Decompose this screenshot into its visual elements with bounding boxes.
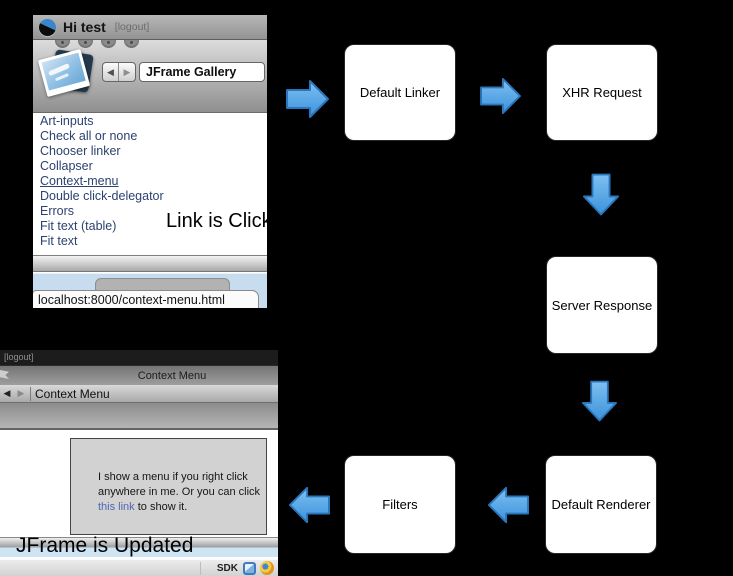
horizontal-scrollbar[interactable] <box>33 255 267 272</box>
link-collapser[interactable]: Collapser <box>40 159 93 173</box>
link-context-menu[interactable]: Context-menu <box>40 174 119 188</box>
torn-page-icon <box>0 370 9 379</box>
panel-text-line: anywhere in me. Or you can click <box>98 486 261 498</box>
arrow-right-icon <box>286 80 329 118</box>
history-nav-buttons: ◀ ▶ <box>102 62 136 82</box>
flow-box-default-renderer: Default Renderer <box>546 456 656 553</box>
arrow-left-icon <box>487 486 529 524</box>
sdk-label: SDK <box>216 562 238 574</box>
link-clicked-annotation: Link is Clicked <box>166 210 267 232</box>
flow-box-filters: Filters <box>345 456 455 553</box>
link-fit-text-table[interactable]: Fit text (table) <box>40 219 117 233</box>
context-titlebar: Context Menu <box>0 365 278 385</box>
link-chooser-linker[interactable]: Chooser linker <box>40 144 121 158</box>
cropped-circle-decoration <box>78 40 93 48</box>
forward-icon[interactable]: ▶ <box>17 388 25 398</box>
context-window-title: Context Menu <box>137 370 207 382</box>
logout-link[interactable]: [logout] <box>114 21 150 33</box>
cropped-circle-decoration <box>124 40 139 48</box>
link-check-all-or-none[interactable]: Check all or none <box>40 129 138 143</box>
link-double-click-delegator[interactable]: Double click-delegator <box>40 189 164 203</box>
this-link[interactable]: this link <box>98 501 135 513</box>
background-titlebar: [logout] <box>0 350 278 365</box>
arrow-left-icon <box>288 486 330 524</box>
forward-icon[interactable]: ▶ <box>123 66 131 77</box>
context-location-field[interactable]: Context Menu <box>35 386 110 401</box>
back-icon[interactable]: ◀ <box>103 63 119 81</box>
gallery-window-title: Hi test <box>63 19 106 35</box>
arrow-down-icon <box>581 380 618 422</box>
panel-text-line: this link to show it. <box>98 500 266 515</box>
context-menu-browser-window: [logout] Context Menu ◀ ▶ Context Menu I… <box>0 350 278 576</box>
context-nav-bar: ◀ ▶ Context Menu <box>0 385 278 403</box>
back-icon[interactable]: ◀ <box>3 388 11 398</box>
arrow-right-icon <box>480 77 521 115</box>
collapsed-bar <box>0 537 278 547</box>
link-errors[interactable]: Errors <box>40 204 75 218</box>
divider <box>200 562 201 575</box>
cropped-circle-decoration <box>101 40 116 48</box>
gallery-location-field[interactable]: JFrame Gallery <box>139 62 265 82</box>
taskbar: SDK <box>0 559 278 576</box>
status-url-bubble: localhost:8000/context-menu.html <box>33 290 259 308</box>
gallery-titlebar: Hi test [logout] <box>33 15 267 40</box>
jframe-updated-annotation: JFrame is Updated <box>16 534 194 557</box>
photo-gallery-icon <box>37 44 97 102</box>
panel-text-line: I show a menu if you right click <box>98 471 248 483</box>
panel-text-rest: to show it. <box>134 501 188 513</box>
browser-swirl-icon[interactable] <box>260 561 274 575</box>
app-logo-icon <box>39 18 56 36</box>
link-fit-text[interactable]: Fit text <box>40 234 78 248</box>
logout-link[interactable]: [logout] <box>4 352 34 362</box>
link-art-inputs[interactable]: Art-inputs <box>40 114 94 128</box>
flow-box-xhr-request: XHR Request <box>547 45 657 140</box>
context-toolbar <box>0 403 278 430</box>
gallery-link-list: Art-inputs Check all or none Chooser lin… <box>40 114 260 249</box>
arrow-down-icon <box>582 173 620 216</box>
context-demo-panel[interactable]: I show a menu if you right click anywher… <box>70 438 267 535</box>
gallery-toolbar: ◀ ▶ JFrame Gallery <box>33 40 267 113</box>
photo-app-icon[interactable] <box>243 561 256 575</box>
status-bar <box>0 547 278 558</box>
cropped-circle-decoration <box>55 40 70 48</box>
flow-box-default-linker: Default Linker <box>345 45 455 140</box>
divider <box>30 386 31 401</box>
flow-box-server-response: Server Response <box>547 257 657 353</box>
gallery-browser-window: Hi test [logout] ◀ ▶ JFrame Gallery Art-… <box>33 15 267 308</box>
